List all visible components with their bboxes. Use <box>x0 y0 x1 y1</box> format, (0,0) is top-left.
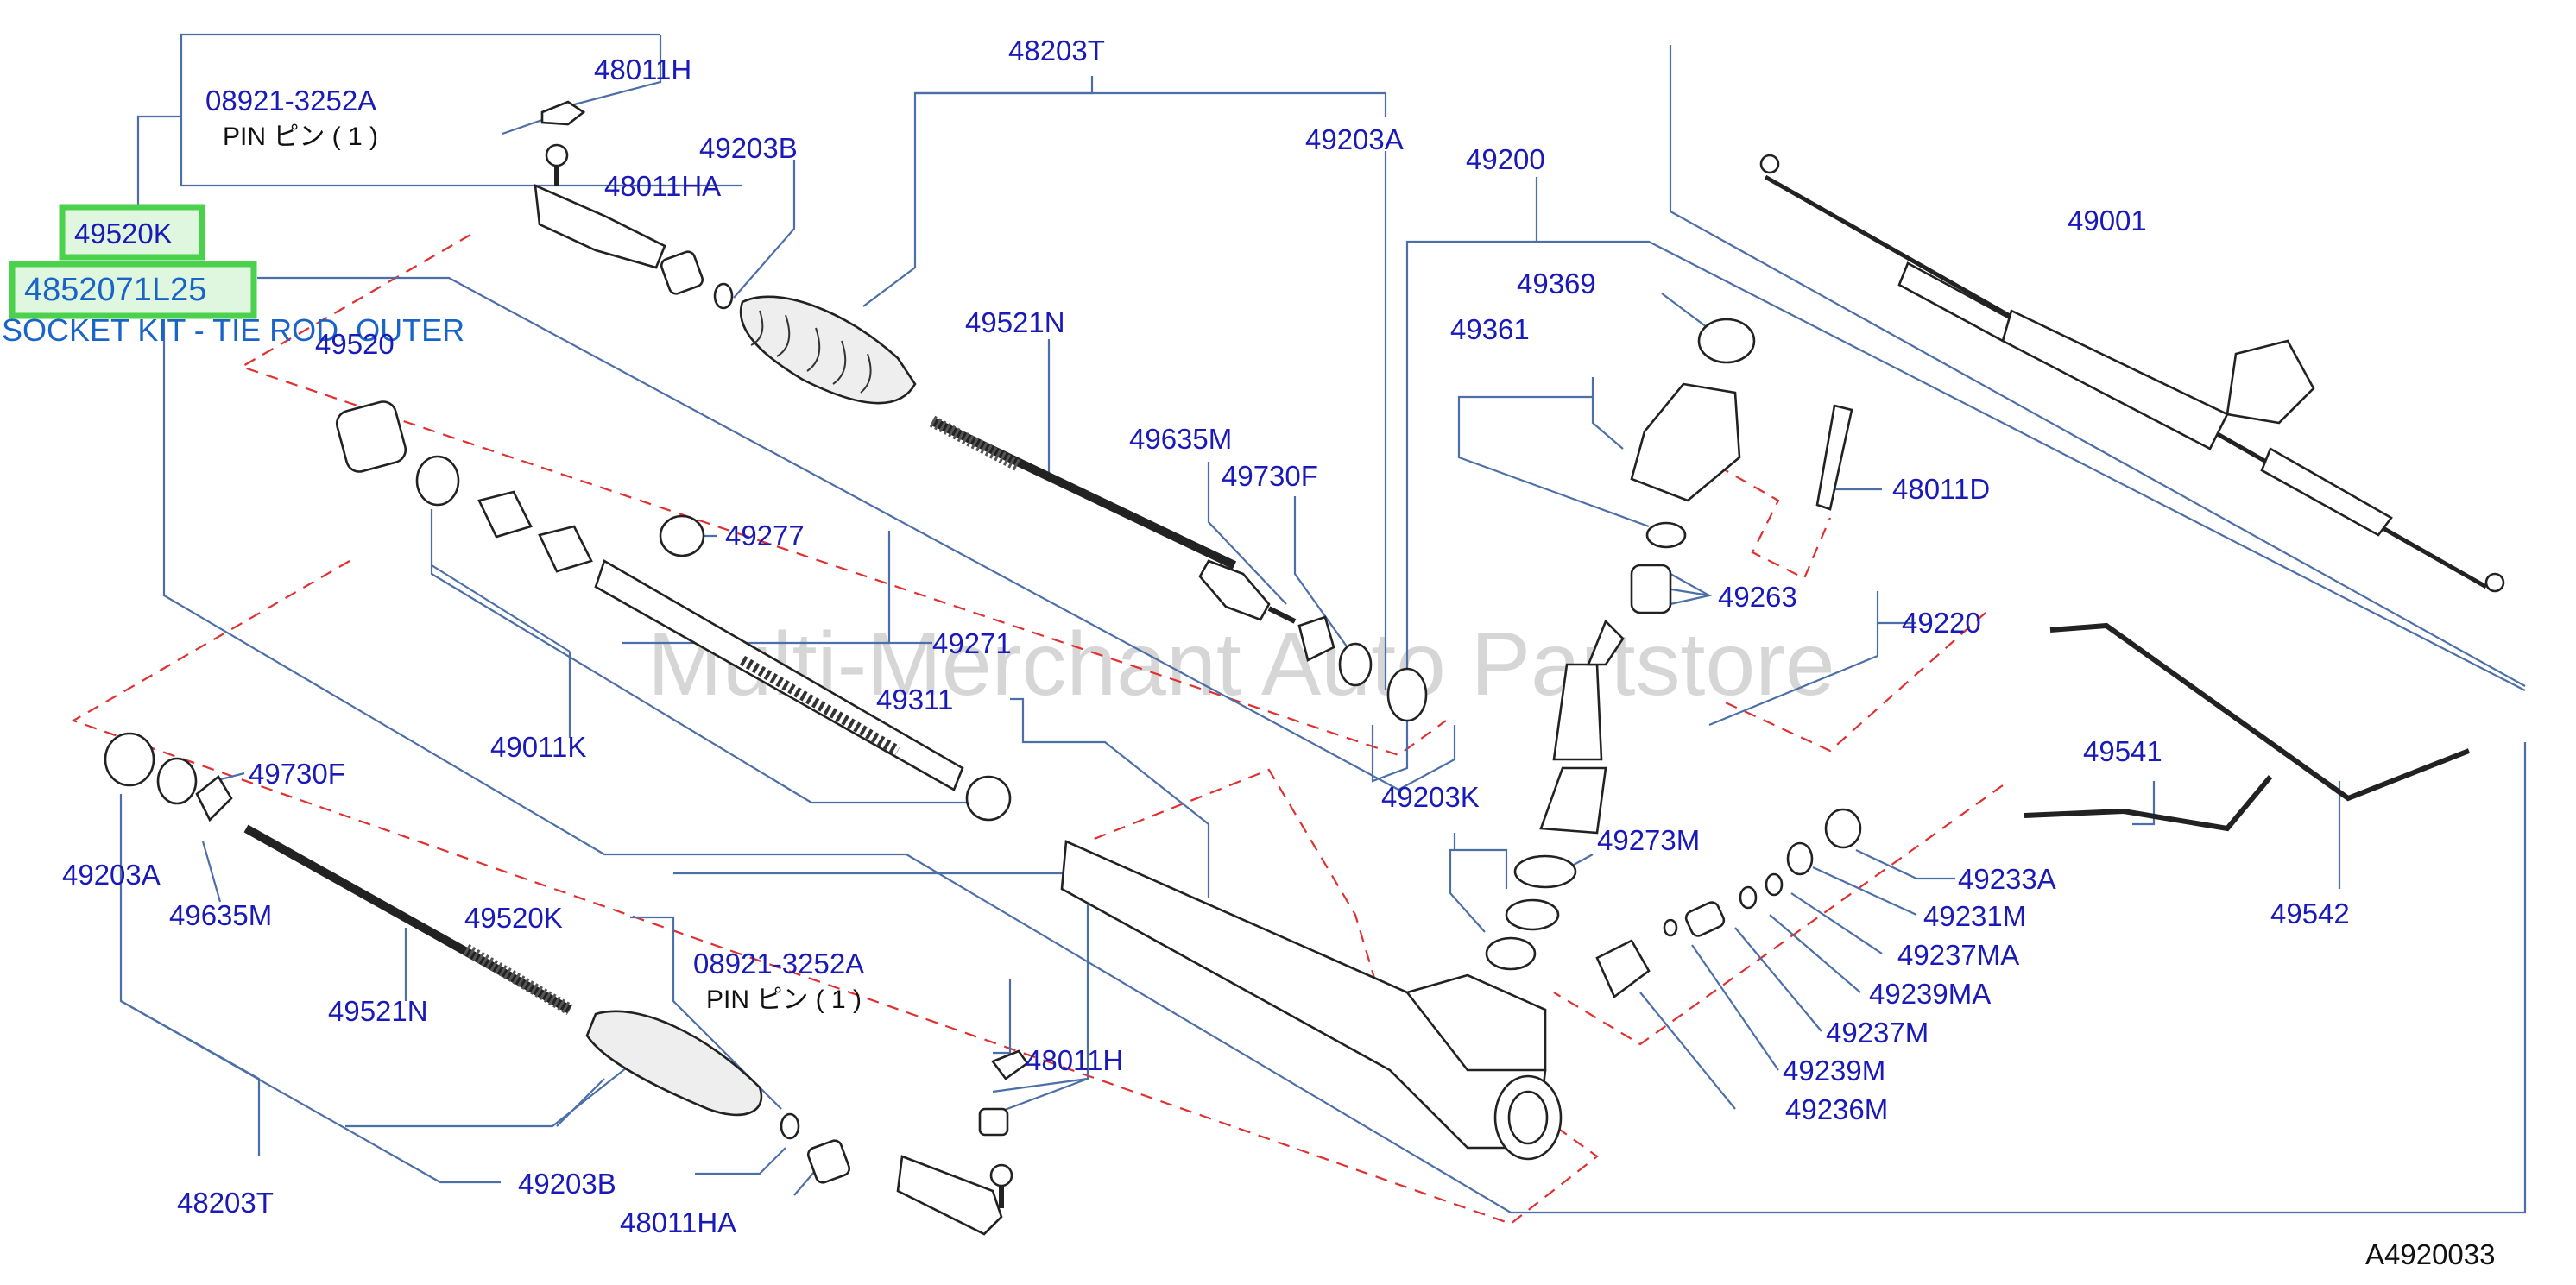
part-label[interactable]: 49311 <box>876 683 953 715</box>
part-label[interactable]: 49203B <box>518 1168 616 1200</box>
part-label[interactable]: 49011K <box>490 731 586 763</box>
part-label[interactable]: 49520K <box>464 902 563 934</box>
part-label[interactable]: 48011H <box>1026 1044 1123 1076</box>
part-label[interactable]: 49521N <box>965 306 1065 338</box>
part-label[interactable]: 49237MA <box>1897 939 2019 971</box>
part-label[interactable]: 49231M <box>1923 900 2026 932</box>
part-label[interactable]: 08921-3252A <box>693 948 864 979</box>
highlight-box-part-group[interactable] <box>59 204 205 261</box>
rack-bar <box>594 559 1012 822</box>
part-label[interactable]: 49635M <box>1129 423 1232 455</box>
pinion-assembly <box>1485 619 1625 971</box>
part-label[interactable]: 49271 <box>932 627 1012 659</box>
part-label[interactable]: 48203T <box>177 1187 274 1219</box>
part-label[interactable]: 49220 <box>1902 607 1981 639</box>
part-label[interactable]: 49203A <box>62 859 161 891</box>
part-label[interactable]: 49233A <box>1958 863 2056 895</box>
label-part-description[interactable]: SOCKET KIT - TIE ROD, OUTER <box>2 312 464 348</box>
rack-boot-top <box>739 295 917 405</box>
part-label[interactable]: 49361 <box>1450 313 1530 345</box>
part-label[interactable]: 49001 <box>2068 205 2147 236</box>
part-label[interactable]: 48011D <box>1892 473 1990 505</box>
complete-rack-assembly <box>1759 154 2505 593</box>
rack-housing <box>1060 840 1563 1161</box>
part-label[interactable]: 49203B <box>699 132 798 164</box>
highlight-box-selected-part[interactable] <box>9 261 257 319</box>
part-label[interactable]: 49239M <box>1783 1055 1885 1087</box>
label-part-group[interactable]: 49520K <box>74 217 173 249</box>
part-label[interactable]: 49730F <box>1222 460 1318 492</box>
dashed-outlines <box>71 234 2004 1225</box>
part-label[interactable]: 49237M <box>1826 1017 1929 1049</box>
part-label[interactable]: 49203K <box>1381 781 1480 813</box>
watermark-text: Multi-Merchant Auto Partstore <box>647 614 1835 715</box>
highlight-callouts: 49520K 4852071L25 SOCKET KIT - TIE ROD, … <box>2 204 464 348</box>
part-label[interactable]: 49263 <box>1718 581 1797 613</box>
part-label[interactable]: 48011HA <box>604 170 721 202</box>
part-label[interactable]: 49521N <box>328 995 428 1027</box>
tie-rod-end-top <box>534 100 666 269</box>
part-label[interactable]: 49635M <box>169 899 272 931</box>
part-label[interactable]: 48203T <box>1008 35 1105 66</box>
part-label[interactable]: 48011H <box>594 54 691 85</box>
part-label: PIN ピン ( 1 ) <box>706 986 862 1014</box>
part-label[interactable]: 48011HA <box>620 1206 736 1238</box>
parts-drawing <box>104 100 2505 1236</box>
diagram-code: A4920033 <box>2365 1238 2495 1270</box>
part-label[interactable]: 49542 <box>2270 898 2350 929</box>
part-label[interactable]: 08921-3252A <box>205 85 376 117</box>
part-label[interactable]: 49203A <box>1305 123 1404 155</box>
part-label[interactable]: 49277 <box>725 520 805 551</box>
part-label[interactable]: 49541 <box>2083 735 2162 767</box>
part-label[interactable]: 49236M <box>1785 1093 1888 1125</box>
part-label[interactable]: 49239MA <box>1869 978 1991 1010</box>
part-label[interactable]: 49200 <box>1466 143 1545 175</box>
part-label[interactable]: 49730F <box>249 758 345 790</box>
part-label[interactable]: 49369 <box>1517 268 1596 299</box>
part-labels: 08921-3252A PIN ピン ( 1 ) 48011H 48011HA … <box>62 35 2495 1270</box>
part-label[interactable]: 49273M <box>1597 824 1700 856</box>
part-label[interactable]: 49520 <box>315 328 395 360</box>
part-label: PIN ピン ( 1 ) <box>223 123 378 151</box>
leader-lines <box>119 33 2527 1214</box>
label-selected-part[interactable]: 4852071L25 <box>24 272 206 308</box>
